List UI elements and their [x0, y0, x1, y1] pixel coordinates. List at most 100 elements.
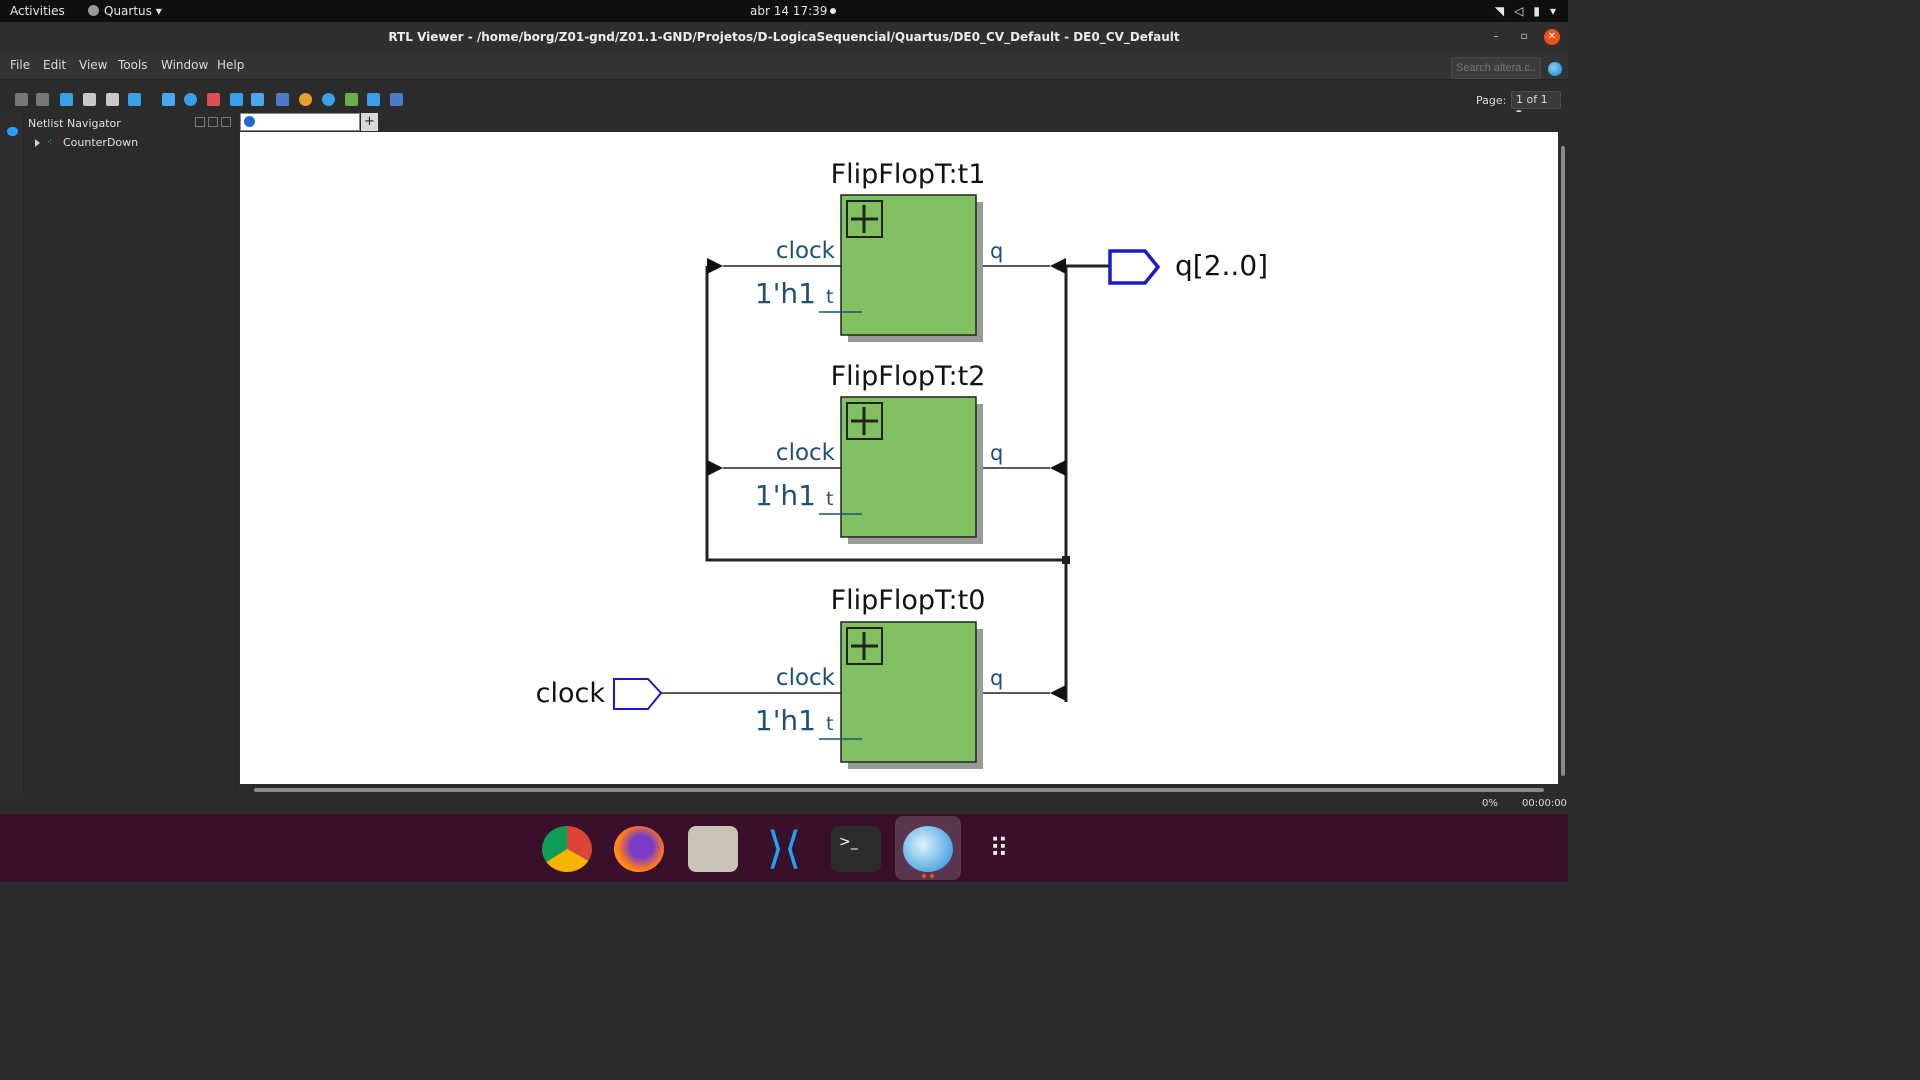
volume-icon: ◁: [1514, 4, 1524, 18]
pin-t: t: [826, 713, 833, 735]
system-clock[interactable]: abr 14 17:39: [750, 4, 828, 18]
maximize-button[interactable]: ▫: [1520, 31, 1528, 42]
hierarchy-icon[interactable]: [367, 93, 380, 106]
netlist-navigator-header: Netlist Navigator: [26, 114, 235, 132]
menu-edit[interactable]: Edit: [43, 58, 67, 72]
quartus-icon[interactable]: [903, 826, 953, 872]
rtl-schematic: FlipFlopT:t1 clock t 1'h1 q FlipFlopT:t2…: [536, 159, 1268, 769]
expand-block-icon[interactable]: [846, 402, 883, 440]
search-input[interactable]: [1451, 57, 1541, 79]
horizontal-scrollbar[interactable]: [240, 784, 1558, 796]
chrome-icon[interactable]: [542, 826, 592, 872]
tray-menu-icon: ▾: [1549, 4, 1556, 18]
flipflop-block-t2[interactable]: FlipFlopT:t2 clock t 1'h1 q: [755, 361, 1003, 544]
menu-view[interactable]: View: [79, 58, 108, 72]
app-menu-label: Quartus: [104, 4, 152, 18]
view-icon[interactable]: [83, 93, 96, 106]
horizontal-scroll-thumb[interactable]: [254, 788, 1544, 792]
netlist-navigator-panel: Netlist Navigator ⁖ CounterDown: [26, 114, 236, 794]
close-button[interactable]: ✕: [1544, 29, 1560, 45]
quartus-app-icon: [88, 5, 99, 16]
pin-t: t: [826, 286, 833, 308]
export-icon[interactable]: [390, 93, 403, 106]
files-icon[interactable]: [688, 826, 738, 872]
status-bar: 0% 00:00:00: [0, 796, 1568, 814]
pin-clock: clock: [776, 440, 836, 466]
find-icon[interactable]: [128, 93, 141, 106]
back-icon[interactable]: [15, 93, 28, 106]
page-label: Page:: [1476, 94, 1507, 107]
bus-arrow-t2-clock: [707, 460, 723, 476]
vscode-icon[interactable]: ⟩⟨: [766, 823, 802, 874]
left-rail: [0, 114, 24, 794]
page-select[interactable]: 1 of 1 ▾: [1511, 91, 1561, 119]
firefox-icon[interactable]: [614, 826, 664, 872]
input-port-clock[interactable]: clock: [536, 678, 663, 710]
bus-wires: [705, 264, 1110, 702]
flipflop-block-t0[interactable]: FlipFlopT:t0 clock t 1'h1 q: [755, 585, 1003, 769]
hand-tool-icon[interactable]: [230, 93, 243, 106]
zoom-tool-icon[interactable]: [184, 93, 197, 106]
chat-icon[interactable]: [7, 127, 18, 136]
select-tool-icon[interactable]: [162, 93, 175, 106]
running-indicator: [922, 874, 926, 878]
menu-window[interactable]: Window: [161, 58, 209, 72]
constant-value: 1'h1: [755, 277, 816, 310]
vertical-scroll-thumb[interactable]: [1561, 146, 1565, 776]
pin-clock: clock: [776, 238, 836, 264]
pointer-icon[interactable]: [251, 93, 264, 106]
system-tray[interactable]: ◥ ◁ ▮ ▾: [1485, 4, 1556, 18]
menu-help[interactable]: Help: [217, 58, 245, 72]
window-title: RTL Viewer - /home/borg/Z01-gnd/Z01.1-GN…: [388, 30, 1180, 44]
battery-icon: ▮: [1533, 4, 1540, 18]
panel-float-icon[interactable]: [208, 117, 218, 127]
rtl-toolbar: Page: 1 of 1 ▾: [0, 88, 1568, 119]
app-grid-icon[interactable]: ⠿: [989, 834, 1011, 864]
wifi-icon: ◥: [1494, 4, 1505, 18]
input-port-label: clock: [536, 678, 606, 709]
expand-block-icon[interactable]: [846, 200, 883, 238]
fit-icon[interactable]: [207, 93, 220, 106]
forward-icon[interactable]: [36, 93, 49, 106]
menu-file[interactable]: File: [10, 58, 31, 72]
panel-close-icon[interactable]: [221, 117, 231, 127]
menu-tools[interactable]: Tools: [118, 58, 148, 72]
running-indicator: [930, 874, 934, 878]
output-port-q[interactable]: q[2..0]: [1108, 249, 1268, 285]
settings-icon[interactable]: [322, 93, 335, 106]
block-title: FlipFlopT:t2: [831, 361, 986, 392]
page-value: 1 of 1: [1516, 93, 1548, 106]
view-all-icon[interactable]: [106, 93, 119, 106]
expand-block-icon[interactable]: [846, 627, 883, 665]
pin-q: q: [990, 666, 1003, 690]
globe-icon[interactable]: [1548, 62, 1562, 76]
window-title-bar: RTL Viewer - /home/borg/Z01-gnd/Z01.1-GN…: [0, 22, 1568, 52]
activities-button[interactable]: Activities: [10, 4, 65, 18]
schematic-tab[interactable]: [240, 113, 360, 131]
netlist-icon[interactable]: [276, 93, 289, 106]
filter-icon[interactable]: [345, 93, 358, 106]
tree-item-counterdown[interactable]: ⁖ CounterDown: [26, 134, 235, 152]
status-elapsed: 00:00:00: [1522, 798, 1567, 809]
constant-value: 1'h1: [755, 479, 816, 512]
add-tab-button[interactable]: +: [361, 113, 378, 131]
notification-dot-icon: [830, 8, 836, 14]
schematic-canvas[interactable]: FlipFlopT:t1 clock t 1'h1 q FlipFlopT:t2…: [240, 132, 1558, 784]
flipflop-block-t1[interactable]: FlipFlopT:t1 clock t 1'h1 q: [755, 159, 1003, 342]
pin-q: q: [990, 441, 1003, 465]
expand-arrow-icon[interactable]: [35, 139, 40, 147]
block-title: FlipFlopT:t1: [831, 159, 986, 190]
constant-value: 1'h1: [755, 704, 816, 737]
minimize-button[interactable]: –: [1493, 31, 1499, 42]
app-menu[interactable]: Quartus ▾: [88, 4, 162, 18]
vertical-scrollbar[interactable]: [1558, 132, 1568, 784]
pin-q: q: [990, 239, 1003, 263]
schematic-tab-strip: +: [240, 112, 1568, 132]
dock: ⟩⟨ >_ ⠿: [0, 814, 1568, 882]
pin-clock: clock: [776, 665, 836, 691]
refresh-icon[interactable]: [60, 93, 73, 106]
terminal-icon[interactable]: >_: [831, 826, 881, 872]
panel-pin-icon[interactable]: [195, 117, 205, 127]
dropdown-arrow-icon: ▾: [155, 4, 162, 18]
color-icon[interactable]: [299, 93, 312, 106]
